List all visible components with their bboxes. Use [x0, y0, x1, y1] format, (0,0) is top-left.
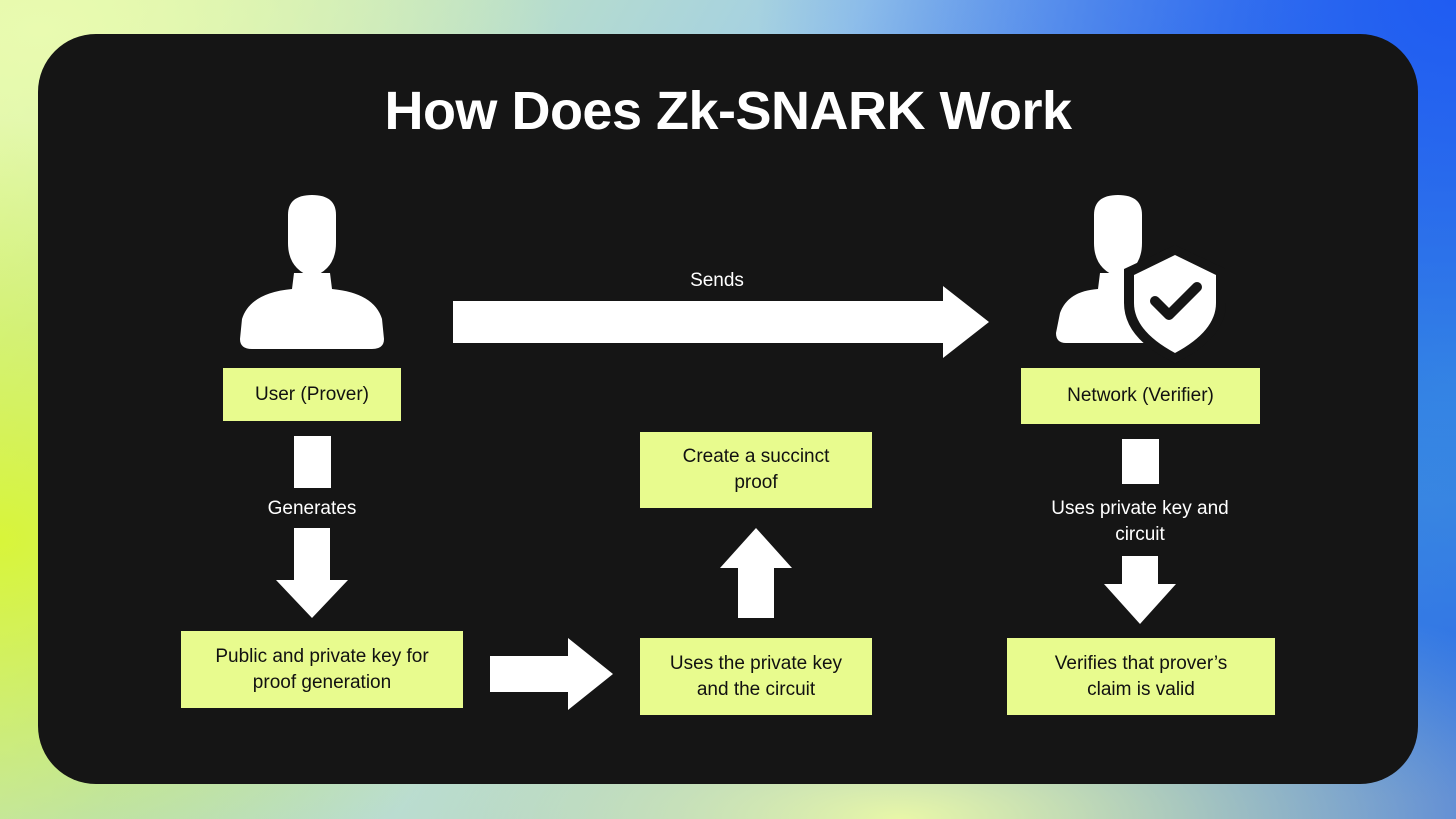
- label-generates: Generates: [267, 498, 357, 519]
- arrow-to-create-proof: [720, 528, 792, 618]
- node-verifier: Network (Verifier): [1021, 368, 1260, 424]
- arrow-uses-key-circuit: [1104, 556, 1176, 624]
- diagram-title: How Does Zk-SNARK Work: [384, 81, 1072, 141]
- label-sends: Sends: [690, 270, 744, 291]
- node-prover: User (Prover): [223, 368, 401, 421]
- arrow-to-uses-key: [490, 638, 613, 710]
- user-shield-icon: [1056, 195, 1226, 363]
- label-uses-key-circuit: Uses private key and circuit: [1051, 498, 1229, 545]
- connector-generates: [294, 436, 331, 488]
- connector-uses-key-circuit: [1122, 439, 1159, 484]
- node-uses-key: Uses the private key and the circuit: [640, 638, 872, 715]
- node-create-proof: Create a succinct proof: [640, 432, 872, 508]
- arrow-generates: [276, 528, 348, 618]
- node-verifies: Verifies that prover’s claim is valid: [1007, 638, 1275, 715]
- arrow-sends: [453, 286, 989, 358]
- node-keys: Public and private key for proof generat…: [181, 631, 463, 708]
- user-icon: [240, 195, 384, 349]
